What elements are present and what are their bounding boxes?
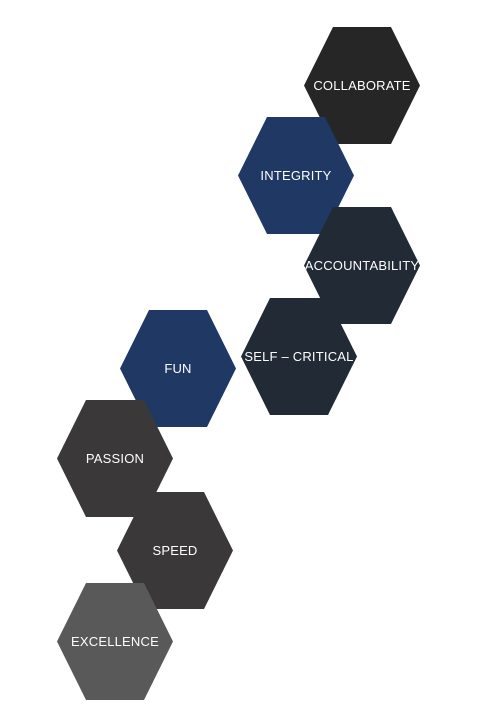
hexagon-label: ACCOUNTABILITY <box>304 258 420 273</box>
hexagon-label: EXCELLENCE <box>71 634 159 649</box>
hexagon-label: SPEED <box>152 543 198 558</box>
hexagon-label: COLLABORATE <box>313 78 411 93</box>
hexagon-label: PASSION <box>85 451 145 466</box>
hexagon-label: FUN <box>164 361 192 376</box>
hexagon-label: INTEGRITY <box>260 168 332 183</box>
hexagon-self-critical: SELF – CRITICAL <box>241 298 357 415</box>
hexagon-integrity: INTEGRITY <box>238 117 354 234</box>
hexagon-label: SELF – CRITICAL <box>244 349 354 364</box>
